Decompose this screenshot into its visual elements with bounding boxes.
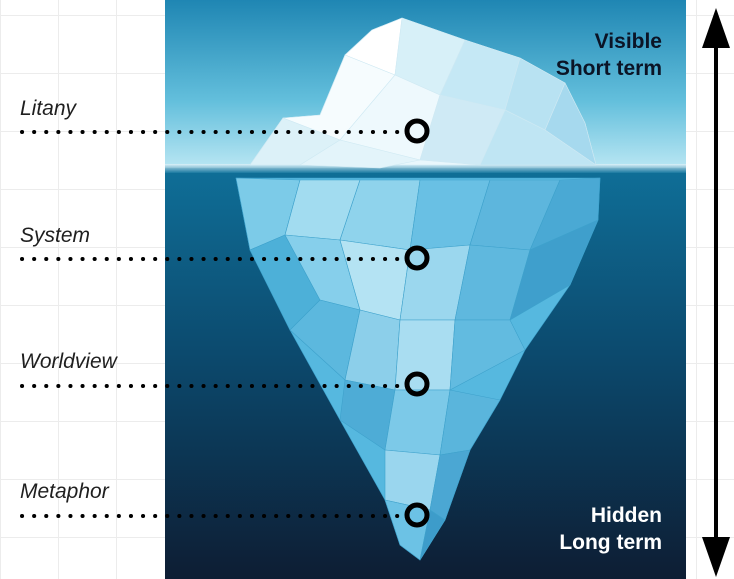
depth-arrow (702, 8, 730, 577)
level-markers (404, 118, 430, 528)
level-label-worldview: Worldview (20, 350, 117, 373)
visible-line: Visible (594, 30, 662, 53)
visible-label: Visible Short term (556, 28, 662, 82)
marker-worldview (404, 371, 430, 397)
marker-system (404, 245, 430, 271)
hidden-label: Hidden Long term (559, 502, 662, 556)
short-term-line: Short term (555, 57, 662, 80)
hidden-line: Hidden (590, 504, 662, 527)
marker-litany (404, 118, 430, 144)
marker-metaphor (404, 502, 430, 528)
iceberg-body (235, 177, 601, 561)
long-term-line: Long term (559, 531, 662, 554)
leader-lines (20, 130, 400, 518)
arrow-head-down-icon (702, 537, 730, 577)
level-label-litany: Litany (20, 97, 77, 120)
arrow-head-up-icon (702, 8, 730, 48)
level-label-metaphor: Metaphor (20, 480, 109, 503)
level-label-system: System (20, 224, 91, 247)
water-surface (165, 164, 686, 173)
iceberg-tip (249, 17, 597, 169)
